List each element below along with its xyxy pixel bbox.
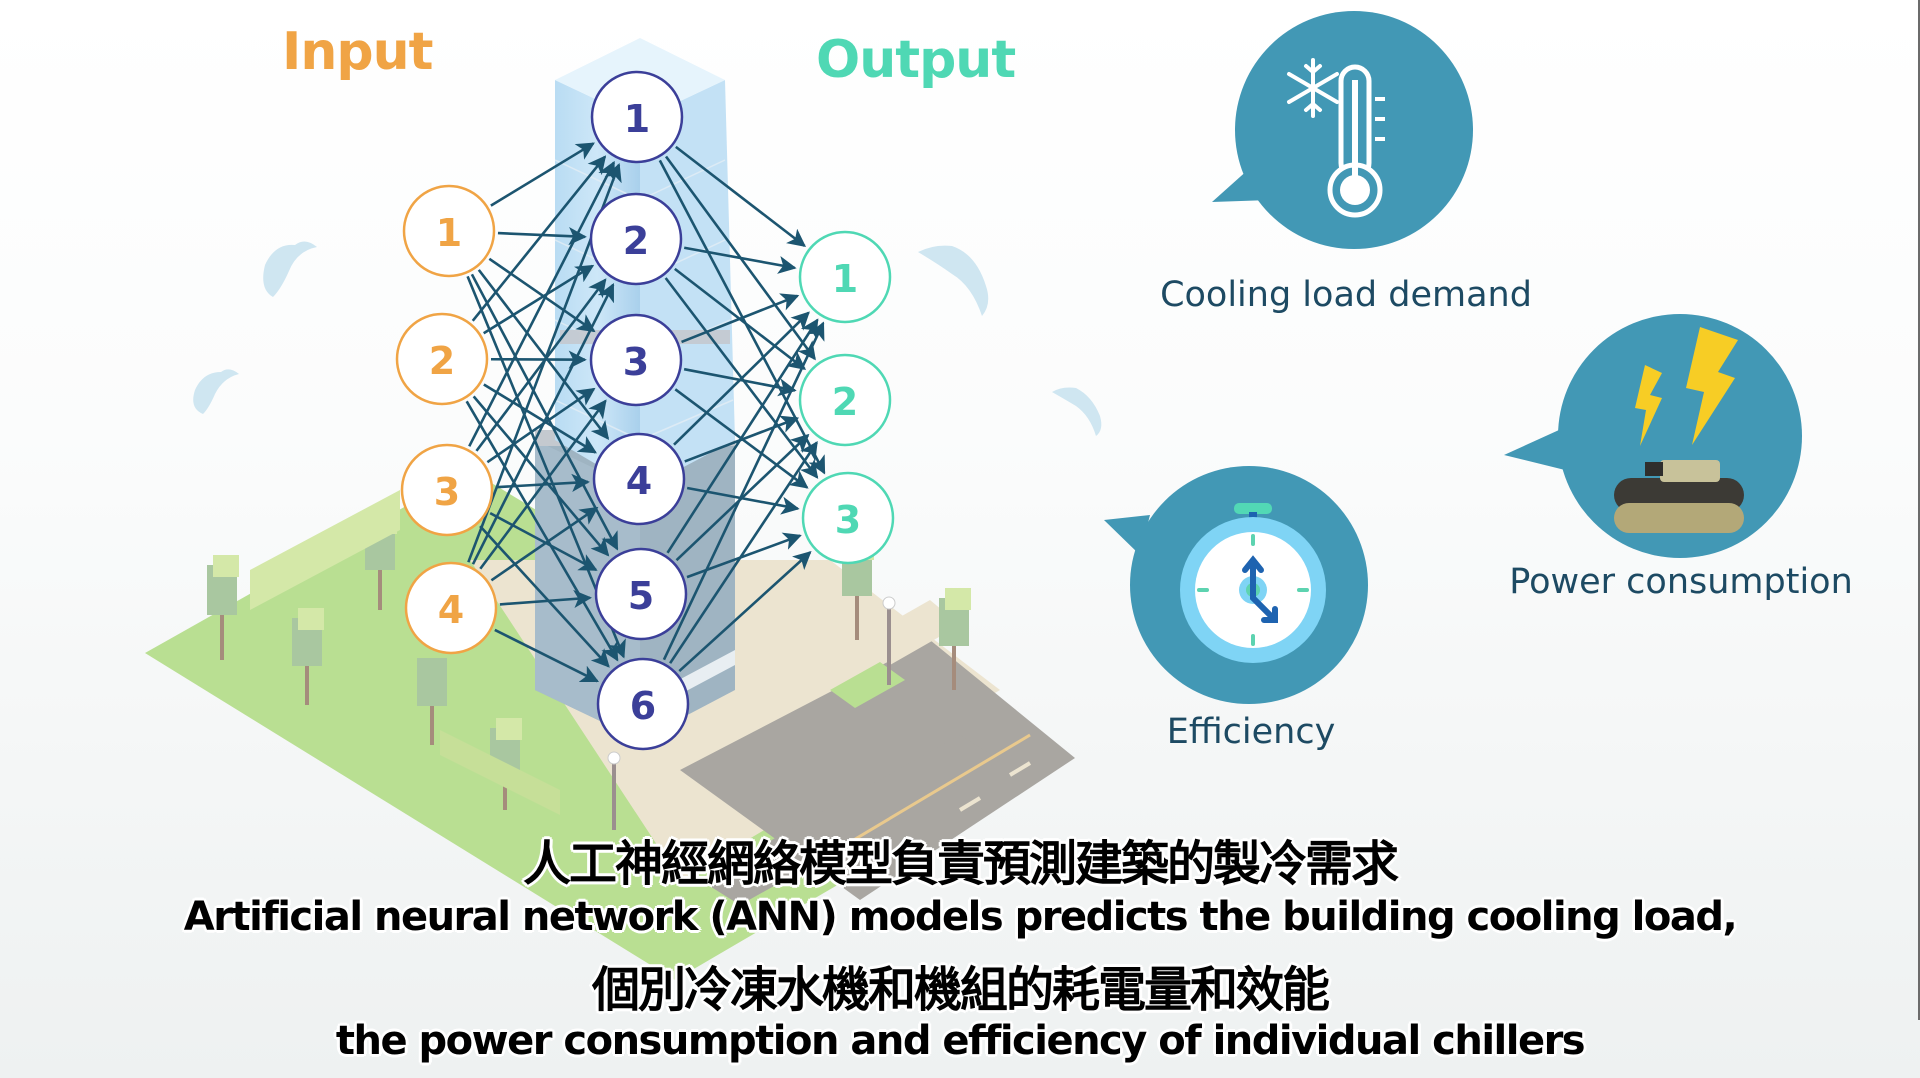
- input-node-4-label: 4: [438, 588, 464, 632]
- lamp-post-icon: [607, 751, 621, 830]
- output-node-2-circle: [798, 353, 892, 447]
- connection-hidden-2-output-1: [683, 246, 797, 274]
- input-node-2-circle: [395, 312, 489, 406]
- input-layer-title: Input: [282, 22, 433, 82]
- connection-input-3-hidden-3: [486, 387, 596, 464]
- cloud-icon: [918, 245, 989, 316]
- connection-hidden-5-output-2: [675, 433, 810, 562]
- connection-hidden-3-output-1: [681, 293, 800, 344]
- power-consumption-label: Power consumption: [1509, 562, 1853, 602]
- stopwatch-icon: [1180, 503, 1326, 663]
- input-node-2: 2: [395, 312, 489, 406]
- efficiency-bubble: [1104, 466, 1368, 704]
- tree-icon: [417, 658, 447, 745]
- connection-input-1-hidden-4: [477, 269, 610, 440]
- hidden-node-5: 5: [594, 547, 688, 641]
- subtitle-english-line-1: Artificial neural network (ANN) models p…: [183, 894, 1738, 940]
- frame-border: [1918, 0, 1920, 1020]
- input-node-3: 3: [400, 443, 494, 537]
- hidden-node-2-circle: [589, 192, 683, 286]
- hidden-node-4: 4: [592, 432, 686, 526]
- efficiency-label: Efficiency: [1166, 712, 1336, 752]
- hidden-node-2-label: 2: [623, 219, 649, 263]
- connection-input-4-hidden-6: [494, 628, 600, 683]
- input-node-4: 4: [404, 561, 498, 655]
- connection-input-3-hidden-1: [468, 160, 616, 447]
- hidden-node-2: 2: [589, 192, 683, 286]
- connection-input-2-hidden-6: [465, 400, 619, 662]
- input-node-1-label: 1: [436, 211, 462, 255]
- hidden-node-3-circle: [589, 313, 683, 407]
- output-node-3: 3: [801, 471, 895, 565]
- input-node-1: 1: [402, 184, 496, 278]
- hidden-node-1-label: 1: [624, 97, 650, 141]
- thermometer-snowflake-icon: [1287, 58, 1385, 218]
- output-node-3-label: 3: [835, 498, 861, 542]
- subtitle-chinese-line-2: 個別冷凍水機和機組的耗電量和效能: [591, 962, 1330, 1018]
- cloud-icon: [193, 369, 239, 414]
- output-node-1-circle: [798, 230, 892, 324]
- hidden-node-5-circle: [594, 547, 688, 641]
- connection-hidden-4-output-1: [673, 311, 810, 446]
- connection-input-2-hidden-2: [482, 264, 595, 335]
- hidden-node-6: 6: [596, 657, 690, 751]
- connection-input-2-hidden-1: [471, 155, 607, 322]
- input-node-3-label: 3: [434, 470, 460, 514]
- power-consumption-bubble: [1504, 314, 1802, 558]
- connection-hidden-6-output-1: [662, 321, 825, 661]
- hidden-node-4-label: 4: [626, 459, 652, 503]
- hidden-node-1-circle: [590, 70, 684, 164]
- tree-icon: [207, 555, 239, 660]
- network-connections: [465, 142, 826, 683]
- output-node-2: 2: [798, 353, 892, 447]
- cooling-load-label: Cooling load demand: [1160, 275, 1532, 315]
- hidden-node-3: 3: [589, 313, 683, 407]
- hidden-node-6-circle: [596, 657, 690, 751]
- output-node-3-circle: [801, 471, 895, 565]
- subtitle-english-line-2: the power consumption and efficiency of …: [335, 1018, 1586, 1064]
- hidden-node-5-label: 5: [628, 574, 654, 618]
- input-node-2-label: 2: [429, 339, 455, 383]
- output-node-1-label: 1: [832, 257, 858, 301]
- connection-hidden-1-output-1: [675, 145, 807, 248]
- connection-input-3-hidden-2: [475, 278, 607, 452]
- connection-input-4-hidden-3: [479, 399, 607, 570]
- connection-hidden-5-output-1: [666, 318, 819, 554]
- subtitle-chinese-line-1: 人工神經網絡模型負責預測建築的製冷需求: [522, 836, 1399, 892]
- input-node-1-circle: [402, 184, 496, 278]
- network-nodes: 1 2 3 4 1 2 3 4 5 6 1 2 3: [395, 70, 895, 751]
- tree-icon: [292, 608, 324, 705]
- hedge: [440, 730, 560, 815]
- output-layer-title: Output: [816, 30, 1016, 90]
- connection-hidden-6-output-3: [678, 551, 812, 673]
- input-node-3-circle: [400, 443, 494, 537]
- hidden-node-6-label: 6: [630, 684, 656, 728]
- tree-icon: [939, 588, 971, 690]
- hidden-node-4-circle: [592, 432, 686, 526]
- cloud-icon: [1052, 387, 1102, 436]
- connection-input-1-hidden-1: [490, 142, 595, 207]
- connection-input-1-hidden-5: [470, 273, 619, 551]
- connection-input-3-hidden-5: [489, 512, 598, 572]
- lightning-chiller-icon: [1614, 327, 1744, 533]
- connection-input-4-hidden-5: [499, 589, 592, 609]
- output-node-2-label: 2: [832, 380, 858, 424]
- input-node-4-circle: [404, 561, 498, 655]
- hedge: [250, 490, 400, 610]
- cloud-icon: [263, 241, 317, 297]
- connection-hidden-6-output-2: [669, 440, 818, 664]
- output-node-1: 1: [798, 230, 892, 324]
- hidden-node-1: 1: [590, 70, 684, 164]
- hidden-node-3-label: 3: [623, 340, 649, 384]
- cooling-load-bubble: [1212, 11, 1473, 249]
- connection-input-4-hidden-2: [471, 282, 615, 565]
- connection-input-4-hidden-4: [490, 506, 599, 582]
- lamp-post-icon: [882, 596, 896, 685]
- connection-input-3-hidden-6: [479, 525, 610, 668]
